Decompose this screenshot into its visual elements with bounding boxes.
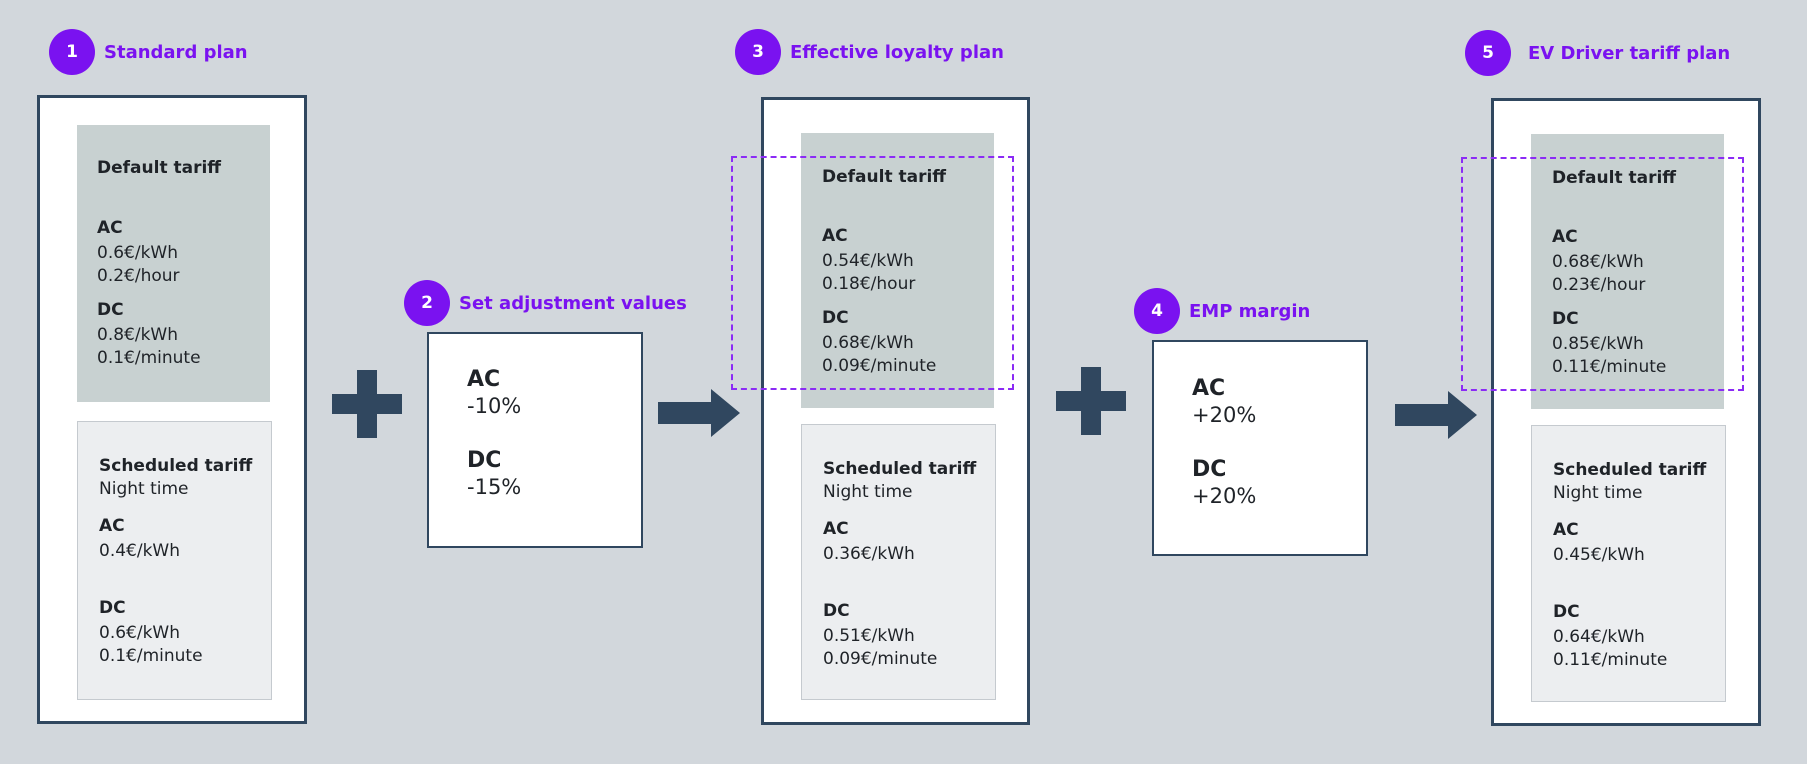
dc-value-energy: 0.85€/kWh <box>1552 334 1644 354</box>
ac-value-energy: 0.45€/kWh <box>1553 545 1645 565</box>
tariff-title: Default tariff <box>1552 168 1677 188</box>
step-label: EV Driver tariff plan <box>1528 42 1731 64</box>
step-3-header: 3 Effective loyalty plan <box>735 29 1004 75</box>
tariff-title: Default tariff <box>822 167 947 187</box>
dc-label: DC <box>99 598 126 618</box>
ac-label: AC <box>823 519 849 539</box>
step-2-header: 2 Set adjustment values <box>404 280 687 326</box>
default-tariff-panel: Default tariff AC 0.6€/kWh 0.2€/hour DC … <box>77 125 270 402</box>
dc-value-energy: 0.68€/kWh <box>822 333 914 353</box>
arrow-right-icon <box>1395 391 1477 439</box>
scheduled-tariff-panel: Scheduled tariff Night time AC 0.4€/kWh … <box>77 421 272 700</box>
ac-value-time: 0.23€/hour <box>1552 275 1646 295</box>
tariff-subtitle: Night time <box>99 479 189 499</box>
step-label: Set adjustment values <box>459 292 687 314</box>
step-number-badge: 3 <box>735 29 781 75</box>
ac-value-energy: 0.54€/kWh <box>822 251 914 271</box>
step-4-header: 4 EMP margin <box>1134 288 1310 334</box>
default-tariff-panel: Default tariff AC 0.68€/kWh 0.23€/hour D… <box>1531 134 1724 409</box>
adjustment-values-box: AC -10% DC -15% <box>427 332 643 548</box>
dc-value-energy: 0.8€/kWh <box>97 325 179 345</box>
dc-value-time: 0.11€/minute <box>1553 650 1668 670</box>
dc-value-energy: 0.51€/kWh <box>823 626 915 646</box>
ac-label: AC <box>822 226 848 246</box>
tariff-subtitle: Night time <box>823 482 913 502</box>
ac-value-energy: 0.36€/kWh <box>823 544 915 564</box>
ac-value-energy: 0.68€/kWh <box>1552 252 1644 272</box>
ac-value-time: 0.2€/hour <box>97 266 180 286</box>
dc-label: DC <box>467 448 502 473</box>
step-number-badge: 2 <box>404 280 450 326</box>
step-number-badge: 5 <box>1465 30 1511 76</box>
ac-label: AC <box>1553 520 1579 540</box>
step-1-header: 1 Standard plan <box>49 29 248 75</box>
step-label: Effective loyalty plan <box>790 41 1004 63</box>
tariff-subtitle: Night time <box>1553 483 1643 503</box>
arrow-right-icon <box>658 389 740 437</box>
dc-label: DC <box>1553 602 1580 622</box>
dc-label: DC <box>823 601 850 621</box>
tariff-title: Scheduled tariff <box>823 459 977 479</box>
dc-value-time: 0.11€/minute <box>1552 357 1667 377</box>
dc-label: DC <box>822 308 849 328</box>
step-label: EMP margin <box>1189 300 1311 322</box>
default-tariff-panel: Default tariff AC 0.54€/kWh 0.18€/hour D… <box>801 133 994 408</box>
dc-adjustment-value: -15% <box>467 475 522 499</box>
emp-margin-box: AC +20% DC +20% <box>1152 340 1368 556</box>
plus-icon <box>332 370 402 438</box>
ac-margin-value: +20% <box>1192 403 1257 427</box>
ac-value-time: 0.18€/hour <box>822 274 916 294</box>
dc-label: DC <box>1192 457 1227 482</box>
tariff-title: Default tariff <box>97 158 222 178</box>
ac-label: AC <box>467 367 501 392</box>
dc-label: DC <box>1552 309 1579 329</box>
dc-label: DC <box>97 300 124 320</box>
dc-value-time: 0.09€/minute <box>822 356 937 376</box>
step-label: Standard plan <box>104 41 248 63</box>
scheduled-tariff-panel: Scheduled tariff Night time AC 0.36€/kWh… <box>801 424 996 700</box>
ac-label: AC <box>1552 227 1578 247</box>
scheduled-tariff-panel: Scheduled tariff Night time AC 0.45€/kWh… <box>1531 425 1726 702</box>
ev-driver-tariff-plan-card: Default tariff AC 0.68€/kWh 0.23€/hour D… <box>1491 98 1761 726</box>
effective-loyalty-plan-card: Default tariff AC 0.54€/kWh 0.18€/hour D… <box>761 97 1030 725</box>
step-number-badge: 4 <box>1134 288 1180 334</box>
step-5-header: 5 EV Driver tariff plan <box>1465 30 1730 76</box>
ac-value-energy: 0.4€/kWh <box>99 541 181 561</box>
ac-adjustment-value: -10% <box>467 394 522 418</box>
ac-value-energy: 0.6€/kWh <box>97 243 179 263</box>
dc-value-time: 0.1€/minute <box>97 348 201 368</box>
ac-label: AC <box>97 218 123 238</box>
step-number-badge: 1 <box>49 29 95 75</box>
dc-value-time: 0.1€/minute <box>99 646 203 666</box>
dc-margin-value: +20% <box>1192 484 1257 508</box>
tariff-title: Scheduled tariff <box>99 456 253 476</box>
ac-label: AC <box>1192 376 1226 401</box>
ac-label: AC <box>99 516 125 536</box>
plus-icon <box>1056 367 1126 435</box>
standard-plan-card: Default tariff AC 0.6€/kWh 0.2€/hour DC … <box>37 95 307 724</box>
tariff-title: Scheduled tariff <box>1553 460 1707 480</box>
dc-value-time: 0.09€/minute <box>823 649 938 669</box>
dc-value-energy: 0.6€/kWh <box>99 623 181 643</box>
dc-value-energy: 0.64€/kWh <box>1553 627 1645 647</box>
